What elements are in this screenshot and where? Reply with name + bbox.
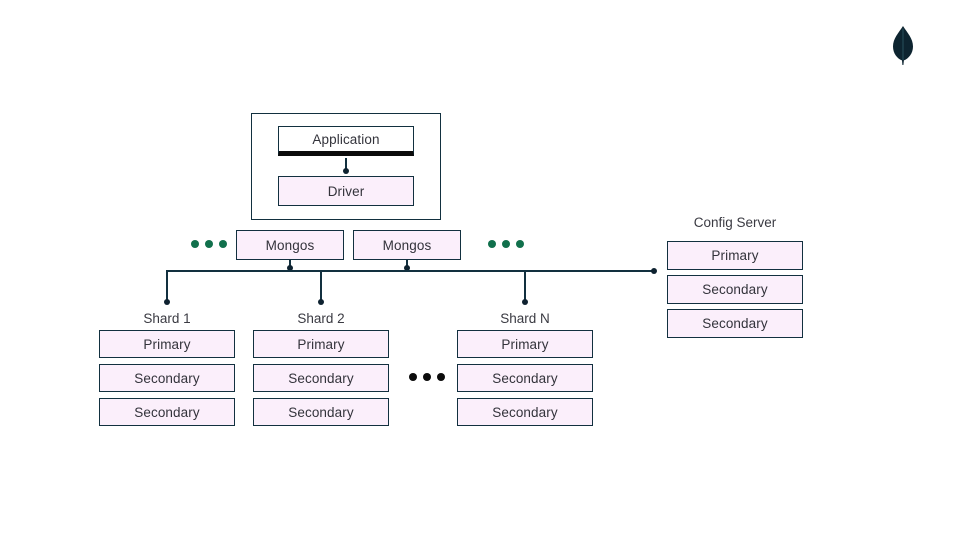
config-server-member-label: Secondary	[702, 282, 768, 297]
shard-member-label: Secondary	[492, 404, 558, 420]
shard-n-member-secondary-1[interactable]: Secondary	[457, 364, 593, 392]
mongos-router-2[interactable]: Mongos	[353, 230, 461, 260]
connector-application-driver	[345, 158, 347, 172]
shard-member-label: Secondary	[492, 370, 558, 386]
connector-dot-mongos2	[403, 265, 410, 271]
shard-member-label: Secondary	[288, 370, 354, 386]
connector-bus-shard2	[320, 270, 322, 301]
shard-1-member-secondary-2[interactable]: Secondary	[99, 398, 235, 426]
shard-n-member-secondary-2[interactable]: Secondary	[457, 398, 593, 426]
shard-n-title: Shard N	[500, 311, 550, 326]
mongos-label: Mongos	[265, 237, 315, 253]
connector-dot-shardn	[521, 299, 528, 305]
config-server-member-primary[interactable]: Primary	[667, 241, 803, 270]
connector-dot-shard1	[163, 299, 170, 305]
shard-n-member-primary[interactable]: Primary	[457, 330, 593, 358]
shard-2-member-primary[interactable]: Primary	[253, 330, 389, 358]
shard-member-label: Secondary	[134, 404, 200, 420]
config-server-member-label: Secondary	[702, 316, 768, 331]
connector-dot-mongos1	[286, 265, 293, 271]
driver-box[interactable]: Driver	[278, 176, 414, 206]
shard-member-label: Primary	[501, 336, 549, 352]
config-server-title: Config Server	[693, 215, 777, 230]
config-server-member-label: Primary	[711, 248, 759, 263]
shard-member-label: Primary	[143, 336, 191, 352]
application-label: Application	[312, 131, 380, 147]
shard-2-member-secondary-2[interactable]: Secondary	[253, 398, 389, 426]
connector-dot-shard2	[317, 299, 324, 305]
shard-1-member-secondary-1[interactable]: Secondary	[99, 364, 235, 392]
shard-member-label: Secondary	[134, 370, 200, 386]
driver-label: Driver	[327, 183, 365, 199]
shards-ellipsis-middle	[409, 373, 445, 381]
mongodb-leaf-logo	[890, 26, 916, 66]
connector-dot-config-server	[651, 267, 657, 274]
mongos-ellipsis-right	[488, 240, 524, 248]
shard-1-member-primary[interactable]: Primary	[99, 330, 235, 358]
shard-1-title: Shard 1	[143, 311, 191, 326]
mongos-label: Mongos	[382, 237, 432, 253]
shard-member-label: Secondary	[288, 404, 354, 420]
connector-dot-driver	[342, 168, 349, 174]
connector-bus-shard1	[166, 270, 168, 301]
config-server-member-secondary-1[interactable]: Secondary	[667, 275, 803, 304]
connector-bus-shardn	[524, 270, 526, 301]
shard-2-title: Shard 2	[297, 311, 345, 326]
mongos-router-1[interactable]: Mongos	[236, 230, 344, 260]
mongos-ellipsis-left	[191, 240, 227, 248]
config-server-member-secondary-2[interactable]: Secondary	[667, 309, 803, 338]
application-box[interactable]: Application	[278, 126, 414, 156]
shard-2-member-secondary-1[interactable]: Secondary	[253, 364, 389, 392]
shard-member-label: Primary	[297, 336, 345, 352]
cluster-bus-line	[166, 270, 656, 272]
